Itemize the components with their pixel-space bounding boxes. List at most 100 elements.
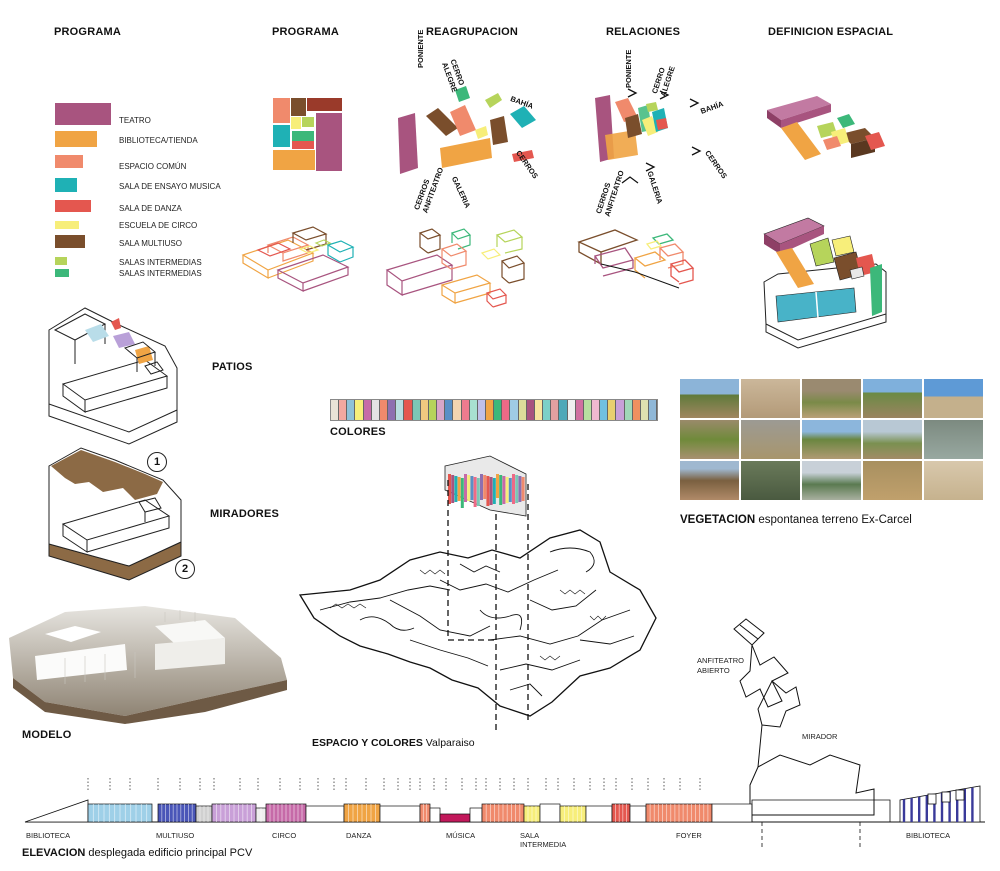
elevation-label: BIBLIOTECA [906, 831, 951, 840]
vegetation-photo [863, 379, 922, 418]
map-strip-segment [476, 478, 480, 506]
palette-swatch [567, 400, 576, 420]
palette-swatch [616, 400, 625, 420]
label-poniente: PONIENTE [416, 29, 425, 68]
map-strip-segment [486, 476, 490, 506]
elevation-block [585, 805, 613, 823]
legend-swatch-multiuso [55, 235, 85, 248]
label-poniente-rel: PONIENTE [624, 49, 633, 88]
color-palette-strip [330, 399, 658, 421]
legend-label: TEATRO [119, 116, 151, 125]
palette-swatch [534, 400, 544, 420]
palette-swatch [559, 400, 568, 420]
map-strip-segment [489, 477, 493, 505]
heading-programa-legend: PROGRAMA [54, 26, 121, 38]
map-strip-segment [470, 476, 474, 500]
palette-swatch [420, 400, 429, 420]
palette-swatch [543, 400, 552, 420]
map-strip-segment [492, 478, 496, 504]
map-strip-segment [502, 476, 506, 504]
palette-swatch [355, 400, 364, 420]
palette-swatch [518, 400, 527, 420]
palette-swatch [371, 400, 380, 420]
unfolded-elevation [24, 778, 985, 823]
vegetation-photo [802, 379, 861, 418]
legend-swatch-musica [55, 178, 77, 192]
reagrupacion-wireframe [385, 228, 526, 308]
palette-swatch [477, 400, 486, 420]
relaciones-arrows [621, 88, 702, 184]
palette-swatch [649, 400, 658, 420]
elevation-block [305, 805, 345, 823]
legend-label: SALAS INTERMEDIAS [119, 258, 202, 267]
espacio-bold: ESPACIO Y COLORES [312, 737, 423, 749]
palette-swatch [437, 400, 446, 420]
elevation-label: SALA INTERMEDIA [520, 831, 567, 849]
elevation-label: DANZA [346, 831, 372, 840]
palette-swatch [592, 400, 601, 420]
patios-axonometric [48, 307, 178, 445]
legend-swatch-danza [55, 200, 91, 212]
palette-swatch [608, 400, 617, 420]
elevation-label: BIBLIOTECA [26, 831, 71, 840]
vegetation-photo [924, 461, 983, 500]
palette-swatch [632, 400, 641, 420]
vegetation-photo [680, 379, 739, 418]
map-strip-segment [467, 475, 471, 501]
map-strip-segment [473, 477, 477, 507]
legend-label: SALA DE ENSAYO MUSICA [119, 182, 221, 191]
label-vegetacion: VEGETACION espontanea terreno Ex-Carcel [680, 514, 912, 526]
palette-swatch [453, 400, 462, 420]
legend-swatch-espacio-comun [55, 155, 83, 168]
palette-swatch [412, 400, 421, 420]
palette-swatch [502, 400, 511, 420]
label-patios: PATIOS [212, 361, 253, 373]
palette-swatch [396, 400, 405, 420]
palette-swatch [640, 400, 650, 420]
label-anfiteatro-abierto: ANFITEATRO ABIERTO [697, 656, 744, 675]
palette-swatch [347, 400, 356, 420]
vegetation-photo [680, 461, 739, 500]
mirador-number-1: 1 [147, 452, 167, 472]
elevation-block [611, 803, 631, 823]
valparaiso-map [298, 455, 657, 730]
palette-swatch [600, 400, 609, 420]
palette-swatch [510, 400, 519, 420]
palette-swatch [551, 400, 560, 420]
definicion-espacial-bottom [763, 217, 887, 349]
map-strip-segment [457, 477, 461, 501]
legend-label: SALA MULTIUSO [119, 239, 182, 248]
miradores-axonometric [48, 447, 182, 581]
relaciones-wireframe [577, 229, 695, 289]
elevation-label: MÚSICA [446, 831, 476, 840]
model-photo [9, 606, 287, 724]
map-strip-segment [454, 476, 458, 502]
programa-wireframe-axonometric [241, 226, 355, 292]
legend-label: ESCUELA DE CIRCO [119, 221, 198, 230]
programa-block-diagram [273, 98, 342, 171]
palette-swatch [379, 400, 389, 420]
map-strip-segment [483, 475, 487, 499]
vegetation-photo [680, 420, 739, 459]
vegetation-photo [741, 461, 800, 500]
reagrupacion-diagram [398, 86, 536, 174]
label-mirador: MIRADOR [802, 732, 838, 741]
elevation-label: CIRCO [272, 831, 297, 840]
palette-swatch [624, 400, 633, 420]
legend-swatch-intermedias-1 [55, 257, 67, 265]
vegetation-photo [924, 379, 983, 418]
palette-swatch [445, 400, 454, 420]
map-strip-segment [464, 474, 467, 502]
legend-swatch-teatro [55, 103, 111, 125]
elevation-block [629, 805, 647, 823]
legend-label: SALA DE DANZA [119, 204, 182, 213]
program-legend: TEATRO BIBLIOTECA/TIENDA ESPACIO COMÚN S… [55, 100, 235, 280]
palette-swatch [404, 400, 413, 420]
vegetation-photo [863, 461, 922, 500]
espacio-rest: Valparaiso [422, 737, 475, 749]
elevation-connector-lines [751, 799, 891, 848]
map-strip-segment [505, 477, 509, 503]
map-strip-segment [521, 477, 525, 501]
legend-swatch-circo [55, 221, 79, 229]
heading-definicion-espacial: DEFINICION ESPACIAL [768, 26, 894, 38]
